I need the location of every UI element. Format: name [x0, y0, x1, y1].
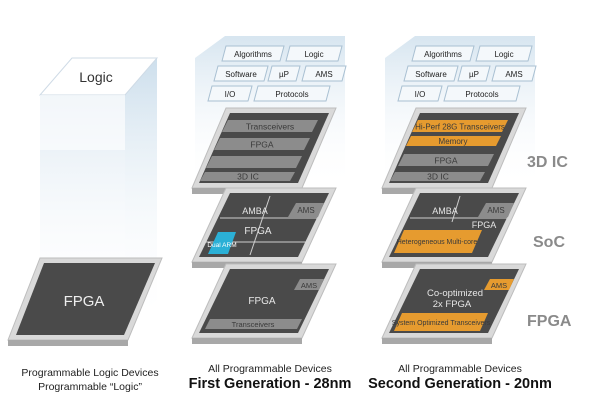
function-block-label: Algorithms [424, 50, 462, 59]
soc-hetero-gen2: Heterogeneous Multi-core [397, 239, 478, 246]
function-block-label: AMS [505, 70, 522, 79]
fpga-chip-gen0 [7, 257, 163, 346]
ic3d-bar-3-gen2: FPGA [434, 156, 457, 166]
function-block [403, 65, 459, 82]
ic3d-bar-2-gen2: Memory [439, 137, 468, 146]
function-block-label: µP [469, 70, 479, 79]
function-block-label: AMS [315, 70, 332, 79]
function-block-label: Protocols [275, 90, 308, 99]
ic3d-bar-4-gen1: 3D IC [237, 172, 259, 182]
caption-gen1-line2: First Generation - 28nm [188, 376, 352, 392]
function-block [207, 85, 253, 102]
function-block [253, 85, 331, 102]
function-block [221, 45, 285, 62]
function-block-label: µP [279, 70, 289, 79]
caption-gen2-line2: Second Generation - 20nm [368, 376, 552, 392]
function-block [443, 85, 521, 102]
chip-3dic-gen1 [191, 107, 337, 194]
fpga-ams-gen2: AMS [491, 281, 507, 290]
function-block [491, 65, 537, 82]
chip-3dic-gen2 [381, 107, 527, 194]
function-block [213, 65, 269, 82]
caption-gen1-line1: All Programmable Devices [208, 363, 332, 375]
function-block-label: Logic [494, 50, 513, 59]
caption-gen0-line2: Programmable “Logic” [38, 381, 142, 393]
function-block [411, 45, 475, 62]
function-block-label: I/O [225, 90, 236, 99]
soc-amba-gen1: AMBA [242, 206, 268, 216]
chip-fpga-gen1 [191, 263, 337, 344]
soc-ams-gen1: AMS [297, 206, 314, 215]
chip-soc-gen2 [381, 187, 527, 268]
function-block-label: Logic [304, 50, 323, 59]
soc-amba-gen2: AMBA [432, 206, 458, 216]
function-block-label: Software [225, 70, 257, 79]
function-block-label: Algorithms [234, 50, 272, 59]
function-block [301, 65, 347, 82]
function-block-label: Software [415, 70, 447, 79]
function-block-label: I/O [415, 90, 426, 99]
chip-fpga-gen2 [381, 263, 527, 344]
ic3d-bar-4-gen2: 3D IC [427, 172, 449, 182]
soc-arm-gen1: Dual ARM [207, 242, 236, 249]
layer-label-soc: SoC [533, 234, 565, 251]
ic3d-bar-1-gen2: Hi-Perf 28G Transceivers [415, 123, 505, 132]
caption-gen0-line1: Programmable Logic Devices [21, 367, 159, 379]
fpga-label-gen0: FPGA [64, 293, 105, 310]
fpga-bar-gen1: Transceivers [232, 320, 275, 329]
layer-label-3dic: 3D IC [527, 154, 568, 171]
chip-soc-gen1 [191, 187, 337, 268]
soc-fpga-gen2: FPGA [472, 220, 497, 230]
function-block [397, 85, 443, 102]
layer-label-fpga: FPGA [527, 313, 572, 330]
function-block [457, 65, 491, 82]
ic3d-bar-2-gen1: FPGA [250, 140, 273, 150]
fpga-title2-gen2: 2x FPGA [433, 299, 472, 310]
function-block [475, 45, 533, 62]
function-block [267, 65, 301, 82]
ic3d-bar-1-gen1: Transceivers [246, 122, 294, 132]
function-block-label: Protocols [465, 90, 498, 99]
fpga-title1-gen2: Co-optimized [427, 288, 483, 299]
caption-gen2-line1: All Programmable Devices [398, 363, 522, 375]
soc-ams-gen2: AMS [487, 206, 504, 215]
fpga-label-gen1: FPGA [248, 296, 276, 307]
function-block [285, 45, 343, 62]
fpga-ams-gen1: AMS [301, 281, 317, 290]
soc-fpga-gen1: FPGA [244, 226, 272, 237]
logic-cube-label: Logic [79, 69, 112, 85]
fpga-bar-gen2: System Optimized Transceivers [392, 320, 491, 327]
